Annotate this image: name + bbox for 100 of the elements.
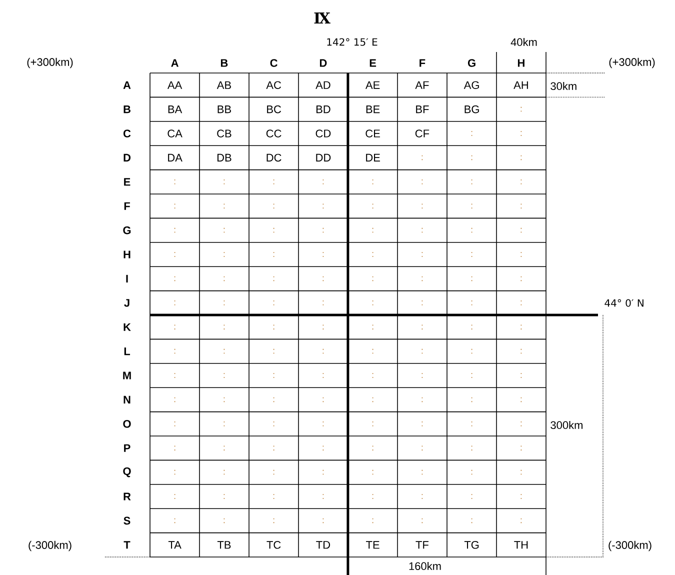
ellipsis-mark: :	[520, 300, 522, 306]
ellipsis-mark: :	[422, 373, 423, 378]
ellipsis-mark: :	[224, 300, 225, 306]
ellipsis-mark: :	[372, 446, 374, 450]
cell-text: AD	[316, 81, 330, 89]
ellipsis-mark: :	[224, 470, 225, 475]
coordinate-label: 44° 0′ N	[604, 299, 644, 307]
ellipsis-mark: :	[520, 494, 522, 499]
ellipsis-mark: :	[422, 324, 423, 330]
row-header: L	[124, 348, 130, 356]
cell-text: DD	[316, 154, 331, 162]
ellipsis-mark: :	[322, 300, 324, 306]
ellipsis-mark: :	[520, 106, 522, 112]
scale-label: 30km	[550, 82, 576, 90]
ellipsis-mark: :	[471, 276, 472, 282]
ellipsis-mark: :	[520, 228, 522, 233]
column-header: C	[270, 59, 278, 67]
row-header: Q	[123, 467, 131, 478]
cell-text: CE	[366, 130, 380, 138]
cell-text: BD	[316, 106, 330, 114]
ellipsis-mark: :	[520, 373, 522, 378]
ellipsis-mark: :	[422, 252, 423, 257]
row-header: D	[124, 154, 131, 162]
ellipsis-mark: :	[520, 422, 522, 426]
ellipsis-mark: :	[273, 324, 274, 330]
extent-label: (-300km)	[608, 540, 652, 552]
ellipsis-mark: :	[174, 397, 176, 402]
column-header: H	[518, 59, 524, 67]
row-header: C	[124, 130, 131, 138]
ellipsis-mark: :	[471, 446, 472, 450]
column-header: G	[468, 59, 476, 67]
ellipsis-mark: :	[322, 446, 324, 450]
ellipsis-mark: :	[422, 348, 423, 354]
ellipsis-mark: :	[422, 470, 423, 475]
cell-text: AG	[464, 81, 479, 89]
ellipsis-mark: :	[322, 373, 324, 378]
ellipsis-mark: :	[273, 180, 274, 184]
ellipsis-mark: :	[471, 518, 472, 524]
ellipsis-mark: :	[471, 324, 472, 330]
ellipsis-mark: :	[273, 373, 274, 378]
ellipsis-mark: :	[520, 276, 522, 282]
cell-text: BF	[416, 106, 429, 114]
cell-text: BE	[366, 106, 380, 114]
cell-text: TA	[168, 541, 182, 549]
ellipsis-mark: :	[174, 518, 176, 524]
ellipsis-mark: :	[372, 228, 374, 233]
ellipsis-mark: :	[273, 252, 274, 257]
ellipsis-mark: :	[273, 300, 274, 306]
ellipsis-mark: :	[471, 204, 472, 208]
scale-label: 40km	[510, 38, 537, 46]
ellipsis-mark: :	[520, 518, 522, 524]
cell-text: TH	[514, 541, 528, 549]
row-header: T	[124, 541, 130, 549]
ellipsis-mark: :	[273, 276, 274, 282]
ellipsis-mark: :	[471, 422, 472, 426]
ellipsis-mark: :	[273, 422, 274, 426]
ellipsis-mark: :	[520, 324, 522, 330]
column-header: A	[171, 59, 178, 67]
cell-text: CF	[415, 130, 430, 138]
row-header: K	[124, 323, 131, 331]
ellipsis-mark: :	[174, 276, 176, 282]
cell-text: TD	[316, 541, 330, 549]
ellipsis-mark: :	[471, 373, 472, 378]
ellipsis-mark: :	[273, 518, 274, 524]
scale-label: 160km	[409, 562, 441, 570]
ellipsis-mark: :	[471, 155, 472, 160]
ellipsis-mark: :	[273, 470, 274, 475]
ellipsis-mark: :	[322, 348, 324, 354]
ellipsis-mark: :	[372, 276, 374, 282]
ellipsis-mark: :	[422, 276, 423, 282]
ellipsis-mark: :	[422, 494, 423, 499]
ellipsis-mark: :	[471, 180, 472, 184]
cell-text: DC	[266, 154, 282, 162]
ellipsis-mark: :	[322, 276, 324, 282]
ellipsis-mark: :	[224, 422, 225, 426]
ellipsis-mark: :	[174, 324, 176, 330]
ellipsis-mark: :	[273, 348, 274, 354]
ellipsis-mark: :	[372, 518, 374, 524]
ellipsis-mark: :	[273, 228, 274, 233]
ellipsis-mark: :	[273, 204, 274, 208]
heading: Ⅸ	[314, 12, 330, 24]
ellipsis-mark: :	[273, 446, 274, 450]
ellipsis-mark: :	[322, 422, 324, 426]
ellipsis-mark: :	[520, 446, 522, 450]
row-header: P	[124, 444, 130, 452]
ellipsis-mark: :	[224, 276, 225, 282]
ellipsis-mark: :	[520, 470, 522, 475]
ellipsis-mark: :	[372, 324, 374, 330]
ellipsis-mark: :	[174, 422, 176, 426]
ellipsis-mark: :	[520, 155, 522, 160]
ellipsis-mark: :	[224, 348, 225, 354]
column-header: E	[370, 59, 376, 67]
scale-label: 300km	[550, 420, 582, 430]
row-header: B	[124, 106, 130, 114]
ellipsis-mark: :	[471, 131, 472, 136]
ellipsis-mark: :	[471, 470, 472, 475]
ellipsis-mark: :	[174, 446, 176, 450]
cell-text: AF	[415, 81, 429, 89]
row-header: I	[126, 274, 128, 282]
ellipsis-mark: :	[322, 494, 324, 499]
